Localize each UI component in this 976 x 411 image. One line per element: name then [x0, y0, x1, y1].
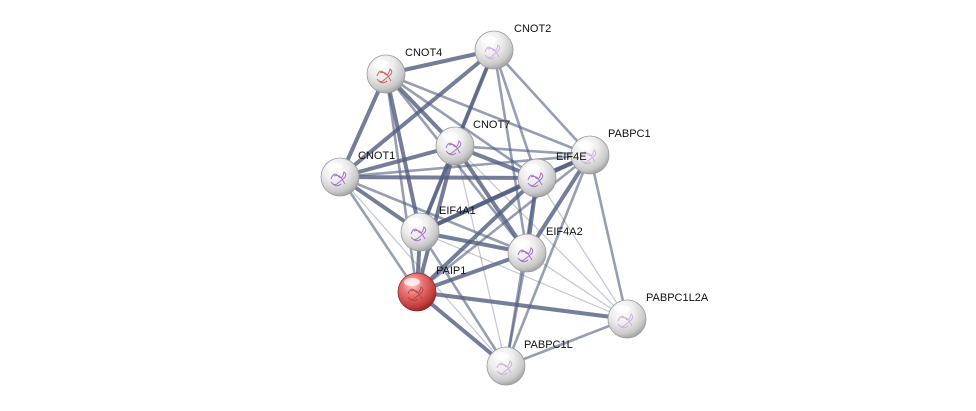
- edge-eif4a2-pabpc1l2a[interactable]: [526, 252, 628, 320]
- node-cnot2[interactable]: CNOT2: [474, 23, 551, 70]
- node-label: PABPC1L2A: [646, 292, 709, 304]
- edge-pabpc1-eif4a1[interactable]: [418, 153, 592, 234]
- edge-cnot7-pabpc1l[interactable]: [454, 145, 507, 367]
- edge-cnot1-pabpc1[interactable]: [338, 153, 592, 179]
- protein-structure-icon: [617, 313, 634, 329]
- node-cnot7[interactable]: CNOT7: [435, 119, 510, 166]
- node-highlight: [442, 132, 458, 140]
- edge-cnot1-pabpc1l[interactable]: [339, 176, 507, 367]
- edge-pabpc1l-pabpc1l2a[interactable]: [504, 317, 629, 368]
- node-label: CNOT1: [358, 150, 395, 162]
- edge-eif4a2-paip1[interactable]: [415, 251, 529, 294]
- edge-cnot4-pabpc1[interactable]: [384, 72, 592, 157]
- protein-structure-icon: [410, 226, 427, 242]
- node-label: EIF4E: [556, 151, 587, 163]
- protein-structure-icon: [484, 44, 501, 60]
- node-label: CNOT7: [473, 119, 510, 131]
- node-eif4a1[interactable]: EIF4A1: [400, 205, 476, 252]
- edge-cnot1-eif4e[interactable]: [338, 175, 539, 180]
- node-highlight: [524, 164, 540, 172]
- node-label: CNOT4: [405, 47, 442, 59]
- node-cnot1[interactable]: CNOT1: [320, 150, 395, 197]
- node-paip1[interactable]: PAIP1: [397, 265, 466, 312]
- edge-cnot1-eif4a2[interactable]: [338, 175, 529, 255]
- edge-cnot2-cnot1[interactable]: [338, 48, 496, 179]
- node-highlight: [373, 60, 389, 68]
- node-pabpc1l2a[interactable]: PABPC1L2A: [607, 292, 709, 339]
- edge-pabpc1-paip1[interactable]: [415, 153, 592, 294]
- edges-layer: [338, 48, 629, 368]
- edge-cnot2-eif4e[interactable]: [492, 48, 539, 180]
- edge-cnot2-pabpc1[interactable]: [492, 48, 592, 157]
- edge-cnot4-paip1[interactable]: [384, 72, 419, 294]
- edge-cnot1-paip1[interactable]: [338, 175, 419, 294]
- node-label: PAIP1: [436, 265, 466, 277]
- edge-pabpc1-eif4a2[interactable]: [525, 153, 592, 255]
- protein-structure-icon: [407, 286, 424, 302]
- protein-structure-icon: [527, 172, 544, 188]
- edge-cnot7-cnot1[interactable]: [338, 144, 457, 179]
- node-highlight: [514, 239, 530, 247]
- node-highlight: [614, 305, 630, 313]
- node-eif4e[interactable]: EIF4E: [517, 151, 587, 198]
- node-label: EIF4A1: [439, 205, 476, 217]
- node-label: PABPC1: [608, 128, 651, 140]
- node-label: CNOT2: [514, 23, 551, 35]
- protein-structure-icon: [330, 171, 347, 187]
- node-highlight: [481, 36, 497, 44]
- protein-structure-icon: [517, 247, 534, 263]
- edge-eif4e-paip1[interactable]: [415, 176, 539, 294]
- protein-structure-icon: [376, 68, 393, 84]
- node-highlight: [404, 278, 420, 286]
- node-label: PABPC1L: [524, 339, 573, 351]
- protein-structure-icon: [496, 360, 513, 376]
- edge-cnot4-eif4a1[interactable]: [384, 72, 422, 234]
- node-pabpc1[interactable]: PABPC1: [570, 128, 651, 175]
- edge-eif4e-pabpc1l2a[interactable]: [536, 177, 628, 320]
- node-highlight: [327, 163, 343, 171]
- node-label: EIF4A2: [546, 226, 583, 238]
- edge-paip1-pabpc1l2a[interactable]: [415, 290, 629, 321]
- edge-cnot7-paip1[interactable]: [415, 144, 457, 294]
- node-pabpc1l[interactable]: PABPC1L: [486, 339, 573, 386]
- edge-cnot7-pabpc1[interactable]: [453, 144, 592, 157]
- edge-pabpc1-pabpc1l[interactable]: [504, 153, 592, 368]
- node-cnot4[interactable]: CNOT4: [366, 47, 442, 94]
- edge-pabpc1-pabpc1l2a[interactable]: [588, 153, 629, 321]
- node-highlight: [577, 141, 593, 149]
- node-eif4a2[interactable]: EIF4A2: [507, 226, 583, 273]
- protein-structure-icon: [445, 140, 462, 156]
- node-highlight: [407, 218, 423, 226]
- node-highlight: [493, 352, 509, 360]
- protein-structure-icon: [580, 149, 597, 165]
- edge-cnot2-eif4a2[interactable]: [492, 48, 529, 255]
